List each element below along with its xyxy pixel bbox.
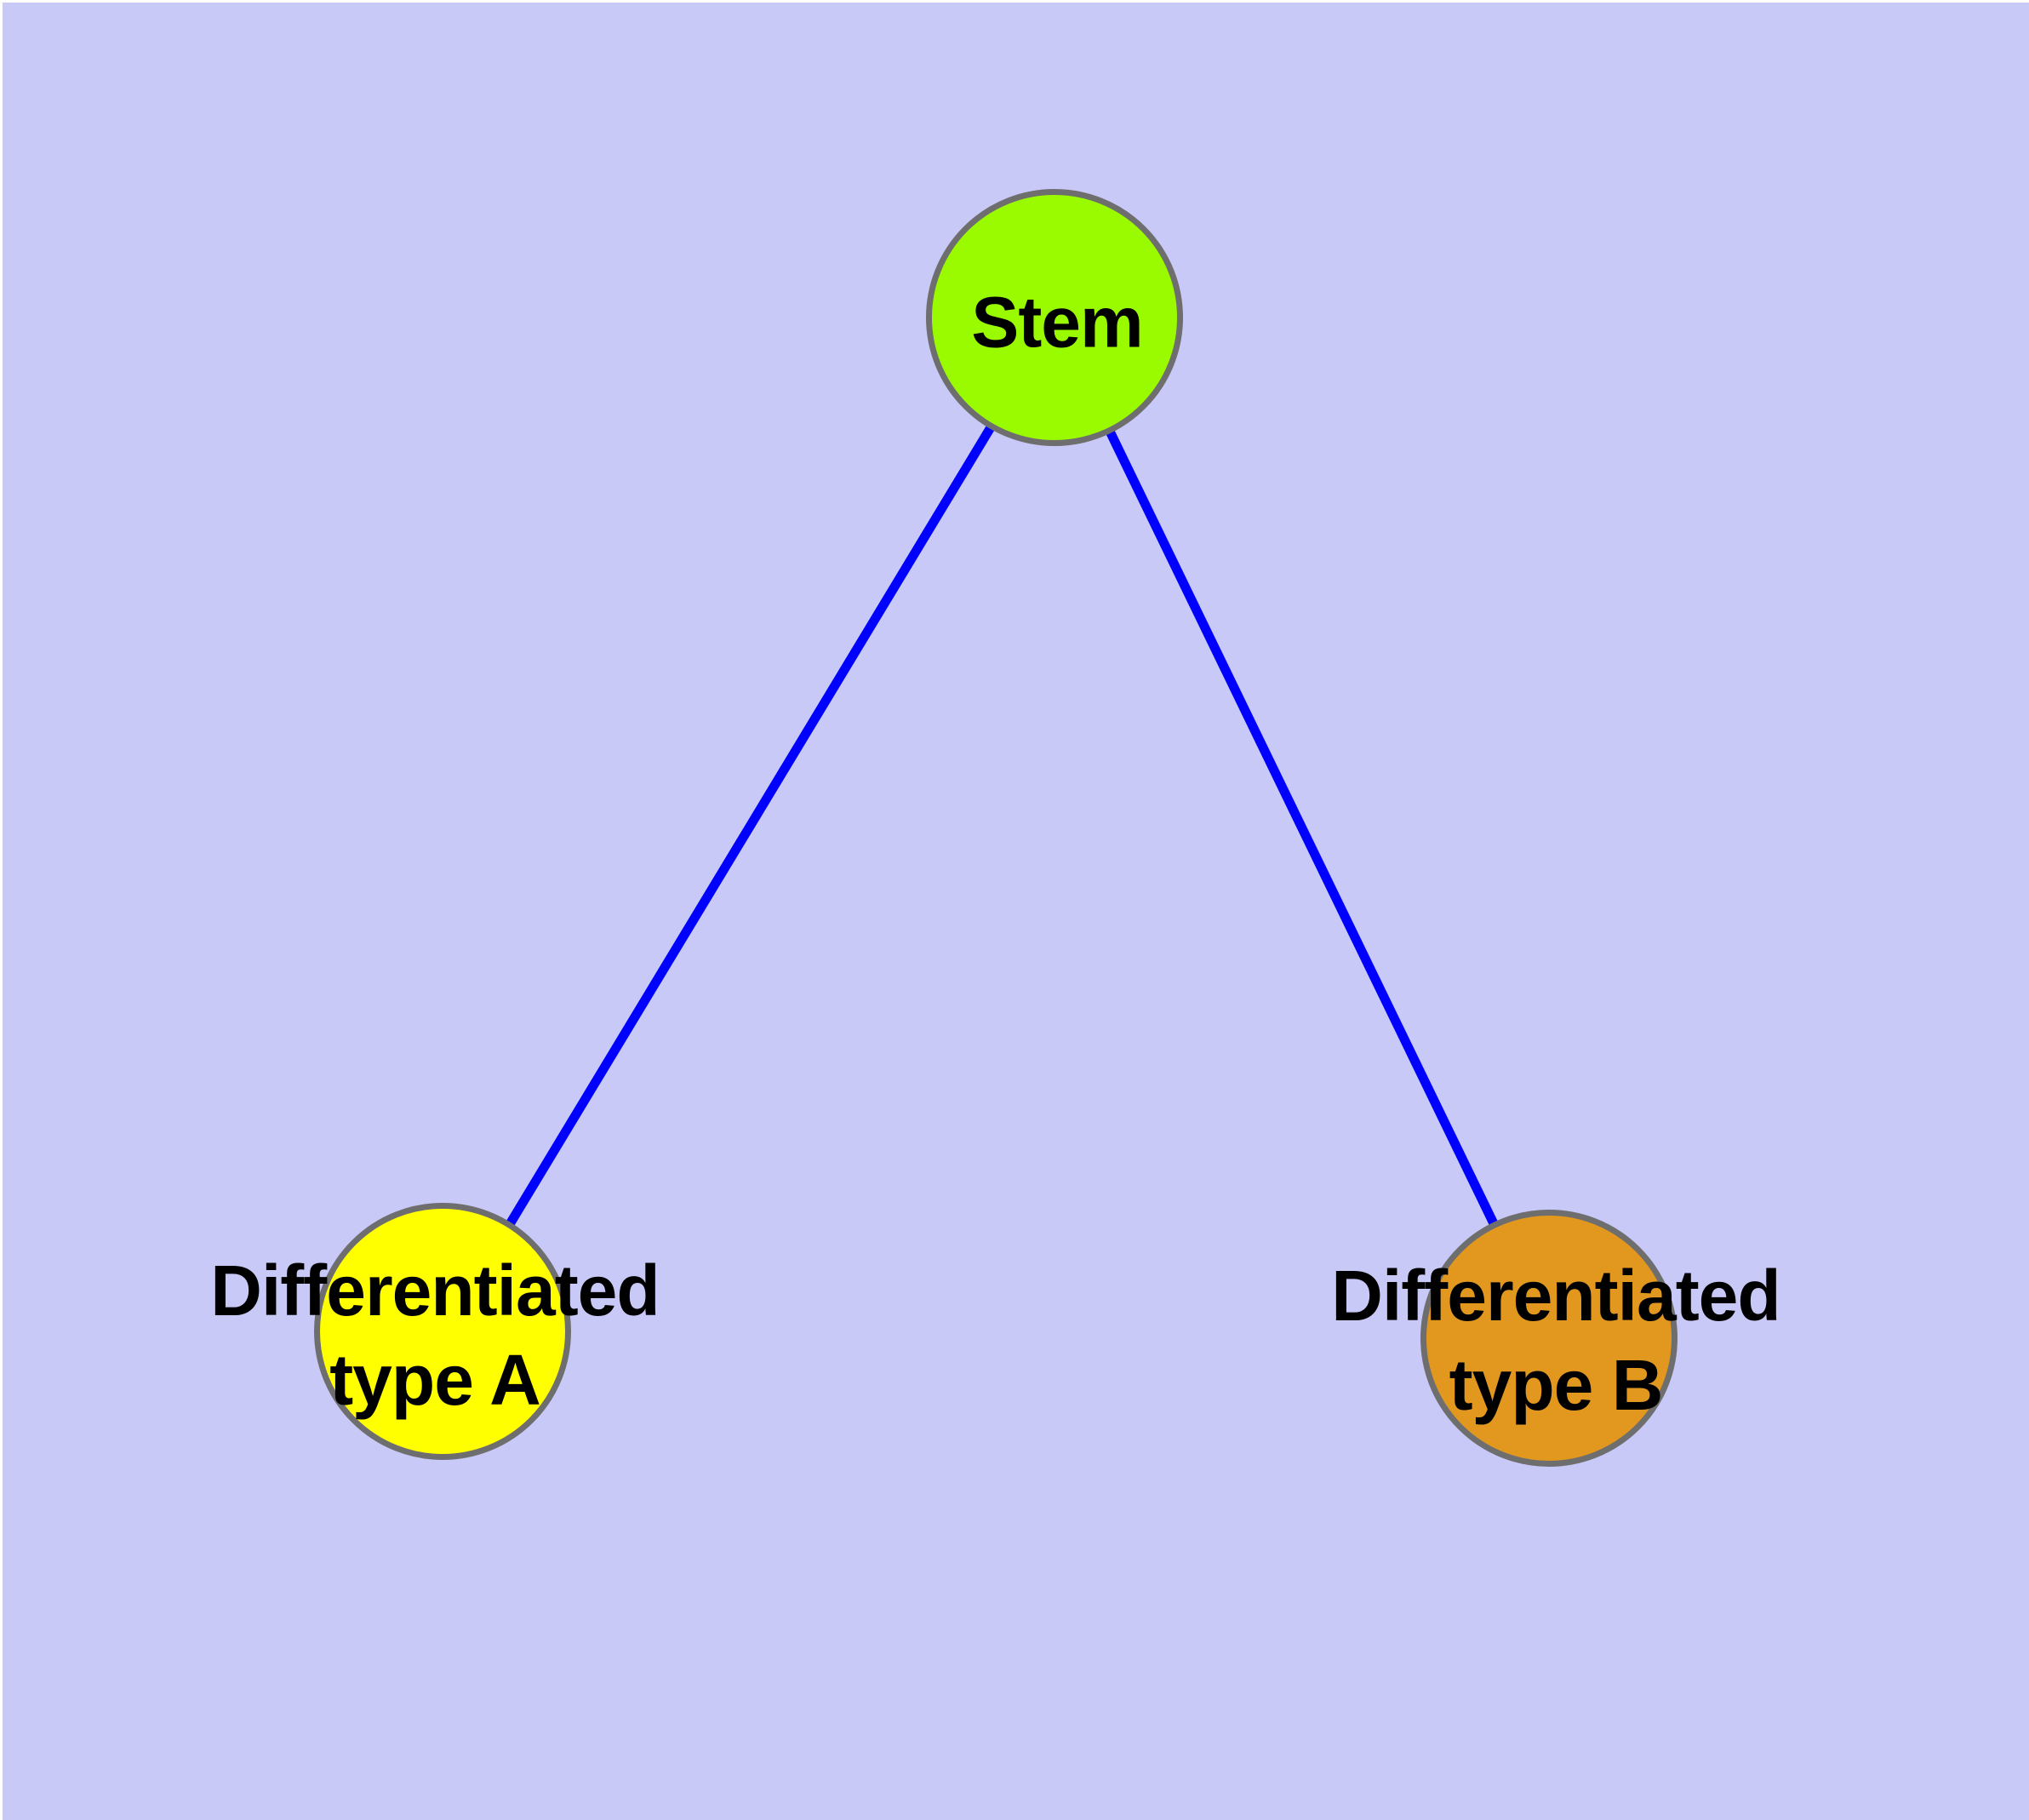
node-type-a-label: Differentiated type A xyxy=(210,1246,660,1425)
edges-layer xyxy=(440,317,1554,1342)
node-type-a xyxy=(314,1203,571,1460)
node-stem-label-text: Stem xyxy=(971,282,1143,363)
node-type-b xyxy=(1420,1210,1677,1467)
node-type-b-label-line1: Differentiated xyxy=(1331,1256,1780,1336)
node-stem xyxy=(926,189,1183,446)
node-type-a-label-line2: type A xyxy=(329,1340,541,1420)
edge-stem-to-type-a xyxy=(440,317,1060,1335)
node-type-a-label-line1: Differentiated xyxy=(210,1251,660,1331)
node-type-b-label: Differentiated type B xyxy=(1331,1251,1780,1430)
node-type-b-label-line2: type B xyxy=(1449,1345,1664,1425)
edge-stem-to-type-b xyxy=(1051,318,1554,1342)
node-stem-label: Stem xyxy=(971,278,1143,368)
